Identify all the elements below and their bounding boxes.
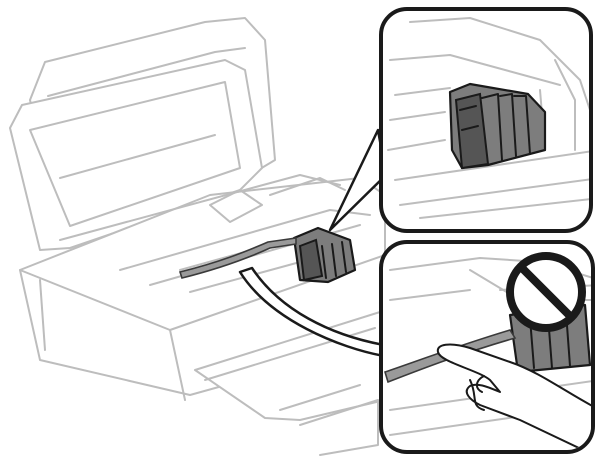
prohibition-icon xyxy=(506,252,586,332)
inset-cable-warning xyxy=(379,240,595,454)
main-cartridge-holder xyxy=(292,226,357,284)
printer-body xyxy=(9,17,386,456)
hand-icon xyxy=(436,343,591,450)
main-flat-cable xyxy=(178,237,297,279)
inset-cartridge-holder xyxy=(379,7,593,233)
